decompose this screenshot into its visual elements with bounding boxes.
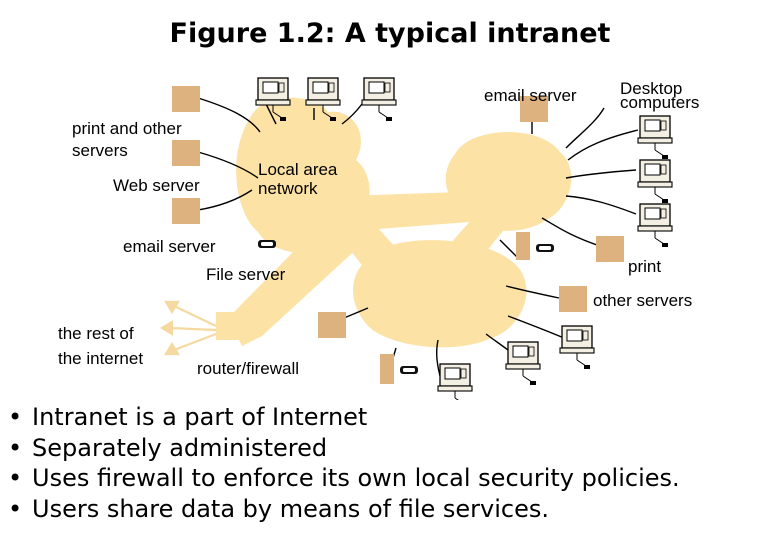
intranet-diagram bbox=[159, 77, 673, 400]
server-box-print-other-2 bbox=[172, 140, 200, 166]
internet-arrows bbox=[159, 300, 217, 356]
server-box-web bbox=[172, 198, 200, 224]
computer-icon bbox=[637, 203, 673, 248]
network-cloud bbox=[228, 97, 572, 348]
label-local-area-network: Local area network bbox=[258, 160, 338, 198]
bullet-list: • Intranet is a part of Internet • Separat… bbox=[8, 402, 680, 524]
drive-icon-bottom bbox=[400, 366, 418, 374]
label-rest-of-internet: the rest of the internet bbox=[58, 324, 144, 368]
connection-lines bbox=[197, 97, 639, 377]
label-print: print bbox=[628, 257, 662, 276]
computer-icon bbox=[437, 363, 473, 400]
bullet-item: • Intranet is a part of Internet bbox=[8, 402, 680, 433]
computer-icon bbox=[637, 115, 673, 160]
drive-icon-file bbox=[536, 244, 554, 252]
server-box-email-top bbox=[520, 96, 548, 122]
bullet-item: • Users share data by means of file servi… bbox=[8, 494, 680, 525]
router-firewall-box bbox=[216, 312, 244, 340]
label-file-server: File server bbox=[206, 265, 286, 284]
label-email-server-left: email server bbox=[123, 237, 216, 256]
server-box-file bbox=[516, 232, 530, 260]
bullet-dot: • bbox=[8, 433, 23, 462]
computer-icon bbox=[559, 325, 595, 370]
bullet-text: Separately administered bbox=[32, 433, 328, 462]
server-box-firewall-side bbox=[380, 354, 394, 384]
server-boxes bbox=[172, 86, 624, 384]
bullet-dot: • bbox=[8, 464, 23, 492]
server-box-other bbox=[559, 286, 587, 312]
label-web-server: Web server bbox=[113, 176, 200, 195]
bullet-text: Users share data by means of file servic… bbox=[32, 494, 549, 523]
bullet-text: Intranet is a part of Internet bbox=[32, 403, 368, 431]
label-other-servers: other servers bbox=[593, 291, 693, 310]
label-print-other-servers: print and other servers bbox=[72, 119, 182, 160]
bullet-text: Uses firewall to enforce its own local s… bbox=[32, 464, 680, 492]
bullet-item: • Uses firewall to enforce its own local … bbox=[8, 463, 680, 494]
bullet-item: • Separately administered bbox=[8, 433, 680, 464]
computer-icon bbox=[361, 77, 397, 122]
computer-icon bbox=[505, 341, 541, 386]
computer-icon bbox=[637, 159, 673, 204]
figure-title: Figure 1.2: A typical intranet bbox=[169, 18, 611, 49]
server-box-bottom bbox=[318, 312, 346, 338]
label-desktop-computers: Desktop computers bbox=[620, 79, 700, 112]
bullet-dot: • bbox=[8, 403, 23, 431]
drive-icon-email-left bbox=[258, 240, 276, 248]
server-box-print bbox=[596, 236, 624, 262]
label-router-firewall: router/firewall bbox=[197, 359, 300, 378]
server-box-print-other bbox=[172, 86, 200, 112]
label-email-server-top: email server bbox=[484, 86, 577, 105]
bullet-dot: • bbox=[8, 494, 23, 523]
